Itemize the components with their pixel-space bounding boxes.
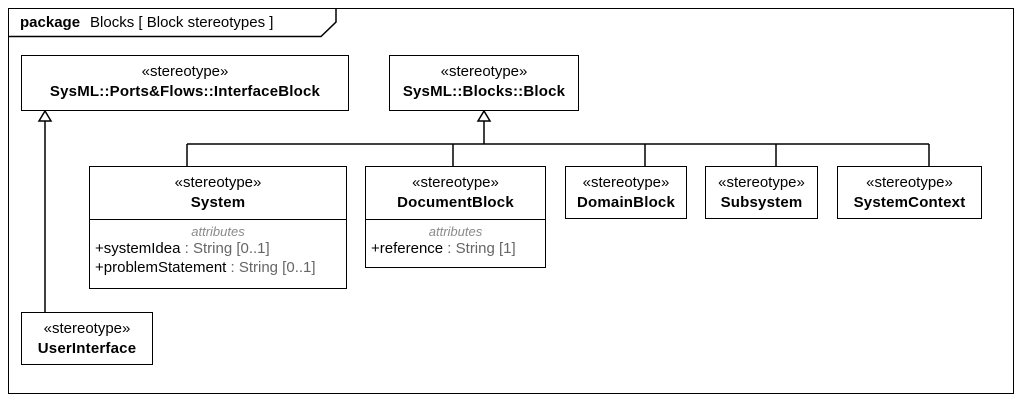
attribute-type: : String [0..1] (180, 240, 270, 257)
stereotype-label: «stereotype» (412, 174, 499, 191)
block-name: Subsystem (720, 194, 803, 211)
generalization-arrowhead-interfaceblock (37, 109, 53, 122)
attribute-row[interactable]: +problemStatement : String [0..1] (90, 258, 346, 277)
stereotype-label: «stereotype» (174, 174, 262, 191)
attribute-row[interactable]: +reference : String [1] (366, 239, 545, 258)
stereotype-label: «stereotype» (866, 174, 953, 191)
block-subsystem[interactable]: «stereotype» Subsystem (705, 166, 818, 219)
attribute-type: : String [1] (443, 240, 516, 257)
generalization-arrowhead-block (476, 109, 492, 122)
block-user-interface[interactable]: «stereotype» UserInterface (21, 312, 153, 365)
attribute-name: +problemStatement (95, 259, 227, 276)
attribute-type: : String [0..1] (226, 259, 316, 276)
attributes-section-title: attributes (428, 224, 483, 239)
attributes-compartment: attributes +systemIdea : String [0..1] +… (90, 219, 346, 277)
stereotype-label: «stereotype» (718, 174, 805, 191)
block-name: SysML::Blocks::Block (402, 83, 566, 100)
block-name: System (190, 194, 246, 211)
package-frame-label: package Blocks [ Block stereotypes ] (20, 14, 273, 31)
block-name: UserInterface (37, 340, 137, 357)
attribute-row[interactable]: +systemIdea : String [0..1] (90, 239, 346, 258)
stereotype-label: «stereotype» (440, 63, 528, 80)
block-sysml-block[interactable]: «stereotype» SysML::Blocks::Block (389, 55, 579, 111)
attribute-name: +systemIdea (95, 240, 181, 257)
block-system-context[interactable]: «stereotype» SystemContext (837, 166, 982, 219)
stereotype-label: «stereotype» (582, 174, 670, 191)
attributes-compartment: attributes +reference : String [1] (366, 219, 545, 258)
stereotype-label: «stereotype» (141, 63, 229, 80)
block-name: SysML::Ports&Flows::InterfaceBlock (49, 83, 321, 100)
attributes-section-title: attributes (191, 224, 245, 239)
package-name: Blocks [ Block stereotypes ] (90, 14, 274, 31)
block-interface-block[interactable]: «stereotype» SysML::Ports&Flows::Interfa… (21, 55, 349, 111)
attribute-name: +reference (371, 240, 444, 257)
block-name: SystemContext (853, 194, 966, 211)
stereotype-label: «stereotype» (43, 320, 131, 337)
package-frame (8, 8, 1014, 394)
block-document-block[interactable]: «stereotype» DocumentBlock attributes +r… (365, 166, 546, 268)
block-name: DomainBlock (576, 194, 676, 211)
block-system[interactable]: «stereotype» System attributes +systemId… (89, 166, 347, 289)
block-name: DocumentBlock (397, 194, 514, 211)
block-domain-block[interactable]: «stereotype» DomainBlock (565, 166, 687, 219)
package-keyword: package (20, 14, 81, 31)
